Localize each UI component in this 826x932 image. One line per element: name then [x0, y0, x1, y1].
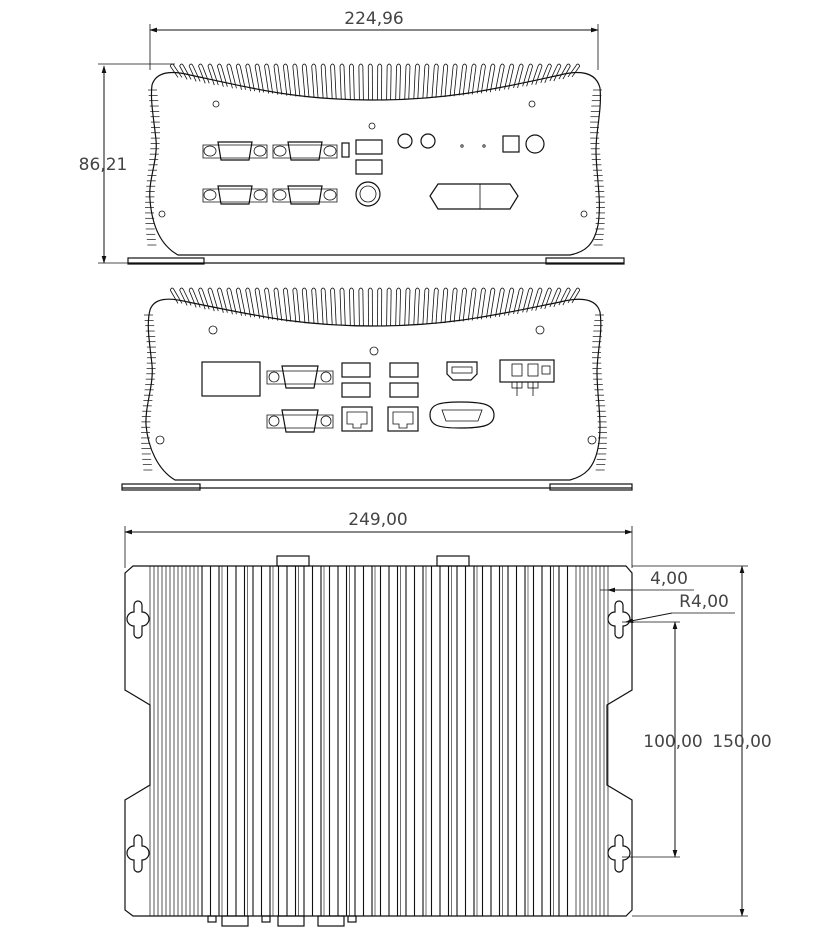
chassis-outline-rear [145, 298, 602, 481]
heatsink-fins-side-rear [141, 314, 607, 471]
front-view: 224,96 86,21 [79, 9, 625, 265]
radius-label: R4,00 [679, 592, 729, 612]
usb-port-2 [355, 159, 383, 175]
audio-jack-2 [420, 133, 436, 149]
lan-port-1 [341, 406, 373, 432]
serial-port-rear-2 [266, 409, 334, 433]
rear-view [121, 287, 633, 491]
usb-port-1 [355, 139, 383, 155]
offset-label: 4,00 [650, 569, 688, 589]
usb-port-rear-1 [341, 362, 371, 378]
front-height-label: 86,21 [79, 155, 128, 175]
usb-port-rear-4 [389, 382, 419, 398]
usb-port-rear-2 [341, 382, 371, 398]
power-terminal [499, 359, 555, 396]
serial-port-2 [272, 141, 338, 161]
serial-port-3 [202, 185, 268, 205]
keyhole-slot-top-left [126, 600, 150, 639]
led-icon [525, 134, 545, 154]
enclosure-top-outline [124, 565, 633, 917]
top-view: 249,00 150,00 [124, 510, 772, 927]
depth-label: 150,00 [712, 732, 771, 752]
serial-port-1 [202, 141, 268, 161]
lan-port-2 [387, 406, 419, 432]
chassis-outline [149, 71, 602, 256]
power-button-icon [502, 135, 520, 153]
hdmi-port [446, 361, 478, 381]
label-plate [201, 361, 261, 397]
dvi-port [429, 183, 519, 210]
usb-port-rear-3 [389, 362, 419, 378]
vga-port [429, 401, 495, 429]
serial-port-4 [272, 185, 338, 205]
power-jack-icon [355, 181, 381, 207]
mount-spacing-label: 100,00 [643, 732, 702, 752]
switch-icon [341, 142, 350, 158]
audio-jack-1 [397, 133, 413, 149]
heatsink-fins-top-rear [169, 287, 581, 326]
keyhole-slot-bottom-left [126, 834, 150, 873]
heatsink-fins-top [169, 63, 581, 100]
keyhole-slot-bottom-right [607, 834, 631, 873]
heatsink-fins-vertical [149, 566, 609, 916]
keyhole-slot-top-right [607, 600, 631, 639]
top-width-label: 249,00 [348, 510, 407, 530]
front-width-label: 224,96 [344, 9, 403, 29]
serial-port-rear-1 [266, 365, 334, 389]
heatsink-fins-side [145, 89, 605, 246]
